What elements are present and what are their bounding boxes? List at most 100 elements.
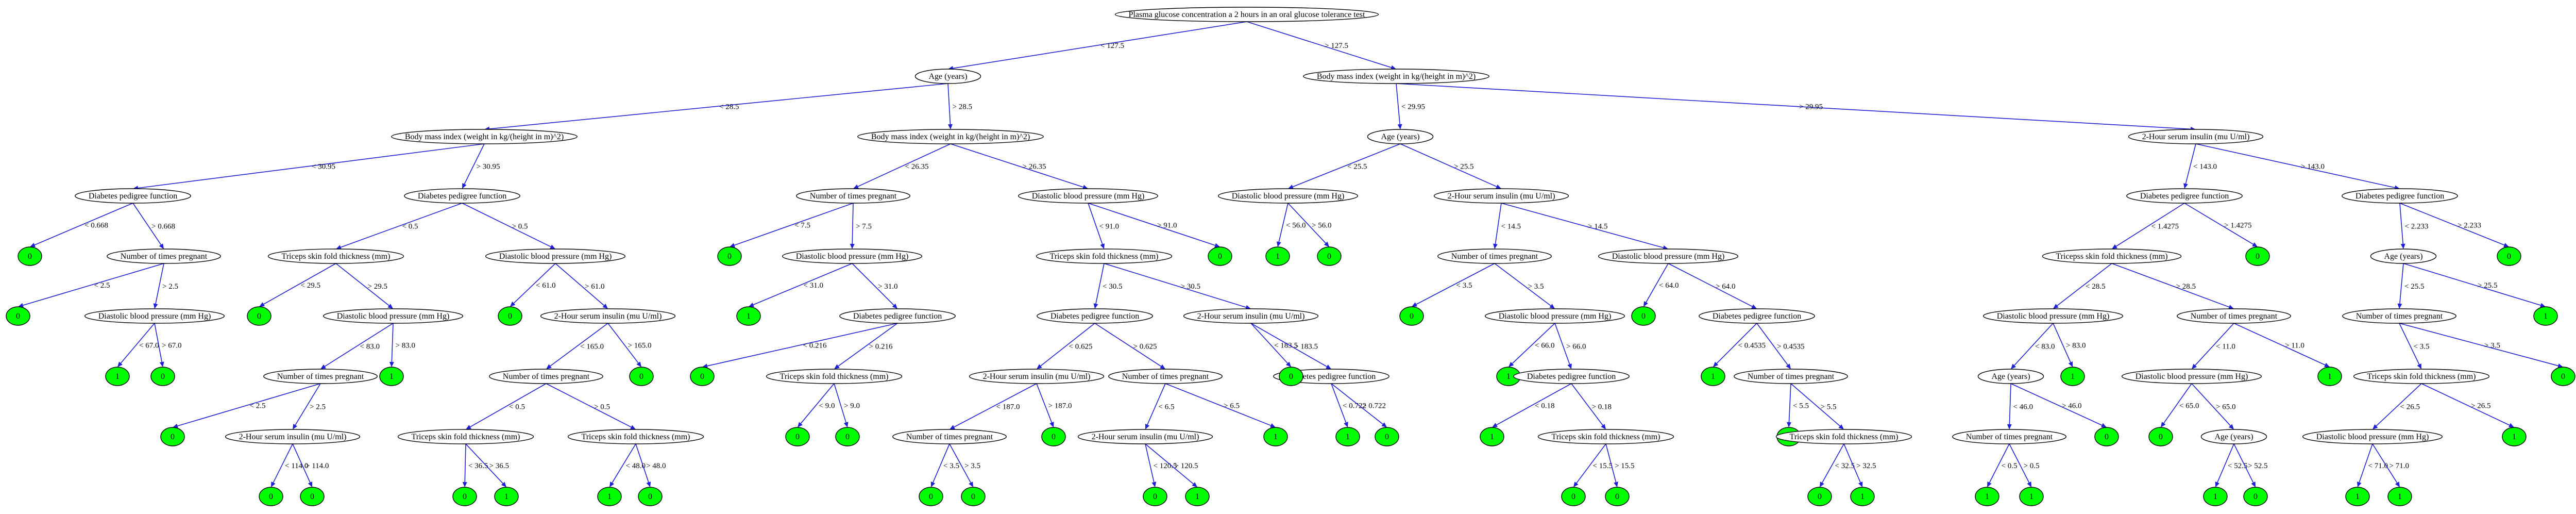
leaf-class-label: 0 bbox=[639, 372, 643, 381]
node-feature-label: Triceps skin fold thickness (mm) bbox=[2367, 372, 2476, 381]
node-feature-label: Diabetes pedigree function bbox=[853, 312, 942, 321]
edge-condition-label: < 36.5 bbox=[468, 462, 488, 470]
leaf-class-label: 0 bbox=[2256, 252, 2260, 261]
edge-arrowhead bbox=[2192, 363, 2197, 369]
tree-edge bbox=[2233, 443, 2254, 483]
decision-node-n105: Age (years) bbox=[2200, 429, 2267, 444]
node-feature-label: Triceps skin fold thickness (mm) bbox=[1552, 433, 1660, 441]
edge-condition-label: > 30.95 bbox=[477, 163, 500, 171]
leaf-node-n12: 1 bbox=[105, 367, 130, 386]
node-feature-label: Diastolic blood pressure (mm Hg) bbox=[98, 312, 211, 321]
leaf-ellipse bbox=[2345, 487, 2370, 506]
node-ellipse bbox=[267, 248, 404, 264]
edge-condition-label: > 0.216 bbox=[869, 343, 893, 351]
edge-condition-label: < 91.0 bbox=[1099, 223, 1119, 231]
leaf-ellipse bbox=[919, 487, 943, 506]
edge-arrowhead bbox=[1192, 482, 1197, 487]
edges-layer: < 127.5> 127.5< 28.5> 28.5< 30.95> 30.95… bbox=[18, 21, 2563, 487]
tree-edge bbox=[953, 21, 1247, 69]
leaf-node-n111: 0 bbox=[2243, 487, 2268, 506]
tree-edge bbox=[1396, 83, 1400, 125]
leaf-class-label: 0 bbox=[2507, 252, 2511, 261]
leaf-ellipse bbox=[1143, 487, 1167, 506]
leaf-ellipse bbox=[2497, 246, 2521, 266]
edge-condition-label: < 187.0 bbox=[996, 403, 1020, 411]
node-ellipse bbox=[914, 69, 981, 84]
leaf-node-n95: 1 bbox=[2533, 306, 2558, 326]
edge-condition-label: > 46.0 bbox=[2062, 402, 2081, 410]
decision-node-n37: Diastolic blood pressure (mm Hg) bbox=[782, 248, 923, 264]
decision-node-n44: Triceps skin fold thickness (mm) bbox=[1036, 248, 1173, 264]
tree-edge bbox=[2163, 383, 2192, 424]
node-feature-label: Number of times pregnant bbox=[1122, 372, 1209, 381]
node-feature-label: Triceps skin fold thickness (mm) bbox=[780, 372, 889, 381]
leaf-ellipse bbox=[1375, 427, 1399, 446]
decision-node-n3: Body mass index (weight in kg/(height in… bbox=[1303, 69, 1489, 84]
edge-condition-label: < 0.5 bbox=[509, 403, 525, 411]
leaf-ellipse bbox=[2060, 367, 2085, 386]
node-ellipse bbox=[1977, 369, 2044, 384]
leaf-ellipse bbox=[1807, 487, 1832, 506]
node-feature-label: Diabetes pedigree function bbox=[2140, 192, 2229, 201]
tree-edge bbox=[857, 143, 951, 187]
edge-condition-label: < 26.5 bbox=[2400, 403, 2420, 411]
tree-edge bbox=[1396, 83, 2191, 130]
edge-condition-label: < 2.233 bbox=[2405, 223, 2429, 231]
node-ellipse bbox=[1367, 129, 1434, 144]
leaf-ellipse bbox=[379, 367, 404, 386]
node-ellipse bbox=[969, 369, 1105, 384]
edge-arrowhead bbox=[1214, 243, 1220, 248]
edge-condition-label: > 0.625 bbox=[1133, 343, 1157, 351]
edge-condition-label: > 5.5 bbox=[1821, 403, 1837, 411]
edge-condition-label: > 26.35 bbox=[1023, 163, 1046, 171]
decision-node-n29: Triceps skin fold thickness (mm) bbox=[567, 429, 704, 444]
edge-condition-label: < 0.18 bbox=[1535, 402, 1554, 410]
leaf-class-label: 0 bbox=[648, 492, 652, 501]
leaf-node-n58: 0 bbox=[1143, 487, 1167, 506]
edge-condition-label: > 3.5 bbox=[1528, 283, 1544, 291]
edge-arrowhead bbox=[2324, 362, 2330, 367]
tree-edge bbox=[155, 263, 164, 304]
node-feature-label: Triceps skin fold thickness (mm) bbox=[282, 252, 391, 261]
leaf-ellipse bbox=[259, 487, 283, 506]
edge-condition-label: < 61.0 bbox=[536, 281, 555, 290]
edge-arrowhead bbox=[1713, 361, 1719, 367]
edge-condition-label: > 67.0 bbox=[162, 342, 181, 350]
tree-edge bbox=[1095, 263, 1105, 304]
edge-condition-label: < 66.0 bbox=[1535, 342, 1554, 350]
node-feature-label: Number of times pregnant bbox=[1451, 252, 1538, 261]
decision-node-n49: Number of times pregnant bbox=[892, 429, 1007, 444]
leaf-class-label: 1 bbox=[2071, 372, 2075, 381]
edge-condition-label: < 5.5 bbox=[1793, 402, 1809, 410]
tree-edge bbox=[2403, 263, 2541, 306]
decision-node-n90: Age (years) bbox=[2370, 248, 2437, 264]
edge-condition-label: < 56.0 bbox=[1286, 222, 1306, 230]
edge-condition-label: > 29.95 bbox=[1799, 103, 1823, 111]
decision-node-n18: Number of times pregnant bbox=[263, 369, 378, 384]
tree-edge bbox=[154, 323, 162, 362]
tree-edge bbox=[838, 323, 898, 367]
leaf-node-n19: 1 bbox=[379, 367, 404, 386]
leaf-node-n66: 0 bbox=[1317, 246, 1342, 266]
leaf-node-n27: 0 bbox=[629, 367, 654, 386]
node-feature-label: 2-Hour serum insulin (mu U/ml) bbox=[1448, 192, 1555, 201]
leaf-node-n61: 0 bbox=[1375, 427, 1399, 446]
edge-condition-label: < 64.0 bbox=[1659, 281, 1679, 290]
tree-edge bbox=[1088, 203, 1103, 244]
edge-arrowhead bbox=[271, 482, 276, 487]
leaf-class-label: 0 bbox=[700, 372, 704, 381]
leaf-class-label: 0 bbox=[1818, 492, 1822, 501]
edge-condition-label: > 183.5 bbox=[1294, 343, 1318, 351]
edge-arrowhead bbox=[1858, 482, 1863, 487]
edge-condition-label: < 0.216 bbox=[803, 342, 827, 350]
edge-condition-label: < 83.0 bbox=[360, 343, 380, 351]
leaf-class-label: 0 bbox=[2159, 433, 2163, 441]
edge-arrowhead bbox=[18, 303, 24, 308]
leaf-class-label: 1 bbox=[1490, 433, 1494, 441]
node-ellipse bbox=[2370, 248, 2437, 264]
leaf-node-n55: 0 bbox=[1279, 367, 1303, 386]
edge-arrowhead bbox=[1493, 243, 1498, 249]
leaf-class-label: 0 bbox=[269, 492, 273, 501]
leaf-class-label: 1 bbox=[1506, 372, 1511, 381]
node-feature-label: 2-Hour serum insulin (mu U/ml) bbox=[1092, 433, 1199, 441]
